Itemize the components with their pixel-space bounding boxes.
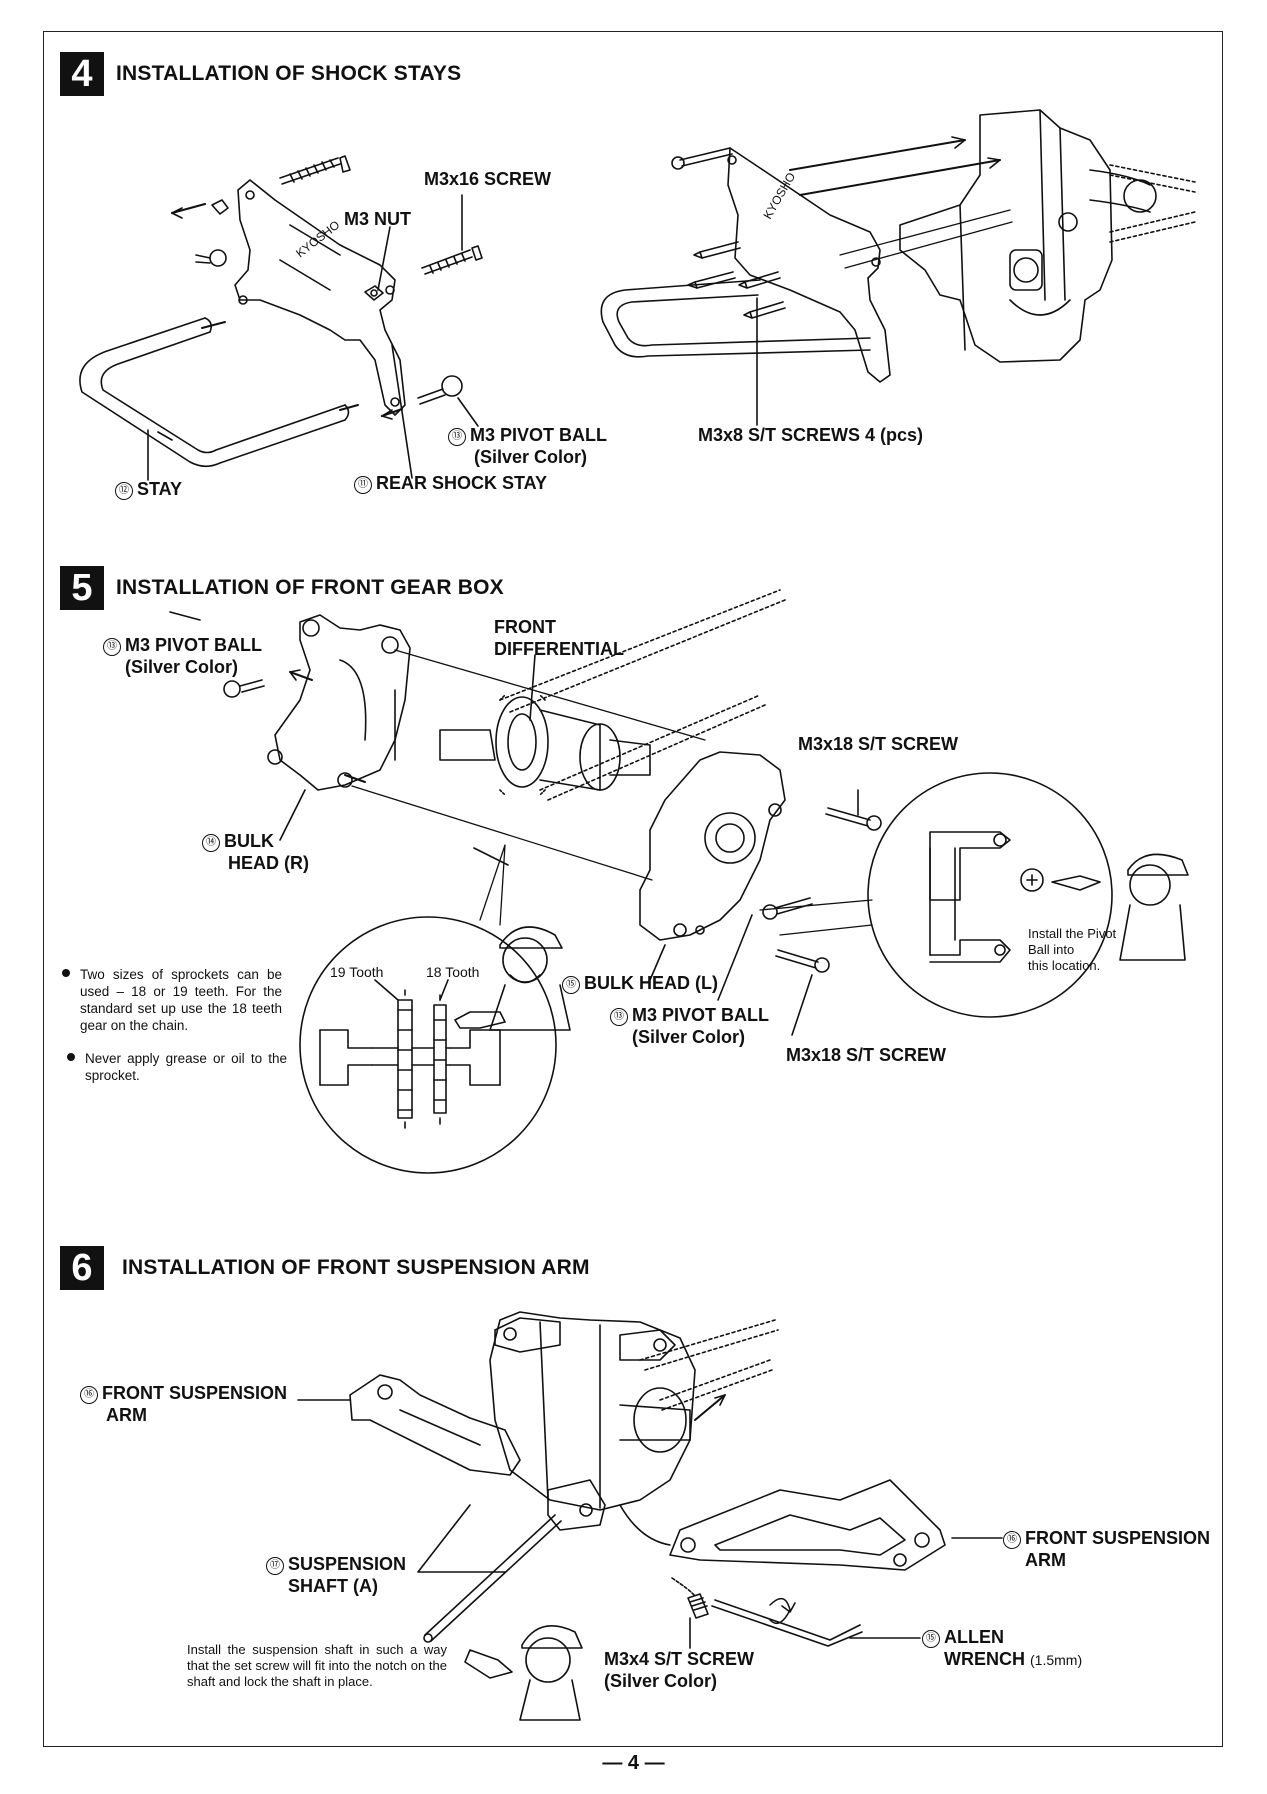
label-text: M3 PIVOT BALL [125, 635, 263, 655]
part-number: ⑬ [610, 1008, 628, 1026]
step-number: 4 [60, 52, 104, 96]
step-title: INSTALLATION OF SHOCK STAYS [116, 62, 462, 85]
front-suspension-illustration [297, 1311, 1003, 1721]
label-19-tooth: 19 Tooth [330, 964, 384, 980]
label-m3x18-st-screw-bottom: M3x18 S/T SCREW [786, 1045, 947, 1065]
part-number: ⑰ [266, 1557, 284, 1575]
label-line-2: ARM [1025, 1550, 1066, 1570]
label-line-1: SUSPENSION [288, 1554, 407, 1574]
svg-text:KYOSHO: KYOSHO [293, 218, 342, 261]
bullet [67, 1053, 75, 1061]
label-line-2: DIFFERENTIAL [494, 639, 624, 659]
label-text: M3 PIVOT BALL [470, 425, 608, 445]
part-number: ⑭ [202, 834, 220, 852]
label-color: (Silver Color) [125, 657, 239, 677]
label-line-1: FRONT SUSPENSION [102, 1383, 288, 1403]
bullet [62, 969, 70, 977]
step-5-header: 5 INSTALLATION OF FRONT GEAR BOX [60, 566, 504, 610]
part-number: ⑫ [115, 482, 133, 500]
label-text: STAY [137, 479, 183, 499]
label-text: BULK HEAD (L) [584, 973, 718, 993]
label-front-differential: FRONT DIFFERENTIAL [494, 616, 624, 660]
part-number: ⑬ [103, 638, 121, 656]
note-line-2: Ball into [1028, 942, 1075, 957]
label-text: M3x4 S/T SCREW [604, 1649, 755, 1669]
page-frame [43, 31, 1223, 1747]
label-18-tooth: 18 Tooth [426, 964, 480, 980]
part-number: ⑮ [922, 1630, 940, 1648]
shock-stay-left-illustration: KYOSHO [79, 155, 483, 481]
step-4-header: 4 INSTALLATION OF SHOCK STAYS [60, 52, 461, 96]
label-m3x4-st-screw: M3x4 S/T SCREW (Silver Color) [604, 1648, 754, 1692]
note-sprocket-sizes: Two sizes of sprockets can be used – 18 … [62, 966, 282, 1034]
label-text: M3 PIVOT BALL [632, 1005, 770, 1025]
label-color: (Silver Color) [632, 1027, 746, 1047]
step-number: 5 [60, 566, 104, 610]
note-pivot-location: Install the Pivot Ball into this locatio… [1028, 926, 1116, 974]
step-title: INSTALLATION OF FRONT GEAR BOX [116, 576, 504, 599]
label-line-2: SHAFT (A) [288, 1576, 378, 1596]
note-suspension-shaft: Install the suspension shaft in such a w… [187, 1642, 447, 1689]
front-gearbox-illustration [169, 589, 1189, 1174]
label-line-2: ARM [106, 1405, 147, 1425]
label-color: (Silver Color) [474, 447, 588, 467]
label-line-2: WRENCH [944, 1649, 1025, 1669]
note-text: Two sizes of sprockets can be used – 18 … [80, 967, 282, 1033]
label-line-2: HEAD (R) [228, 853, 309, 873]
shock-stay-right-illustration: KYOSHO [600, 109, 1196, 426]
part-number: ⑪ [354, 476, 372, 494]
svg-text:KYOSHO: KYOSHO [760, 170, 798, 221]
label-m3-nut: M3 NUT [344, 209, 411, 229]
label-line-1: FRONT SUSPENSION [1025, 1528, 1211, 1548]
note-line-3: this location. [1028, 958, 1101, 973]
label-m3x8-st-screws: M3x8 S/T SCREWS 4 (pcs) [698, 425, 924, 445]
part-number: ⑯ [80, 1386, 98, 1404]
step-title: INSTALLATION OF FRONT SUSPENSION ARM [122, 1256, 590, 1279]
note-no-grease: Never apply grease or oil to the sprocke… [67, 1050, 287, 1084]
step-6-header: 6 INSTALLATION OF FRONT SUSPENSION ARM [60, 1246, 590, 1290]
label-m3x16-screw: M3x16 SCREW [424, 169, 552, 189]
note-text: Never apply grease or oil to the sprocke… [85, 1051, 287, 1083]
label-line-1: FRONT [494, 617, 556, 637]
label-color: (Silver Color) [604, 1671, 718, 1691]
label-line-1: ALLEN [944, 1627, 1004, 1647]
note-line-1: Install the Pivot [1028, 926, 1117, 941]
label-line-1: BULK [224, 831, 274, 851]
part-number: ⑬ [448, 428, 466, 446]
step-number: 6 [60, 1246, 104, 1290]
label-m3x18-st-screw-top: M3x18 S/T SCREW [798, 734, 959, 754]
page-number: — 4 — [602, 1752, 665, 1774]
part-number: ⑯ [1003, 1531, 1021, 1549]
label-text: REAR SHOCK STAY [376, 473, 548, 493]
label-size: (1.5mm) [1030, 1652, 1083, 1668]
part-number: ⑮ [562, 976, 580, 994]
